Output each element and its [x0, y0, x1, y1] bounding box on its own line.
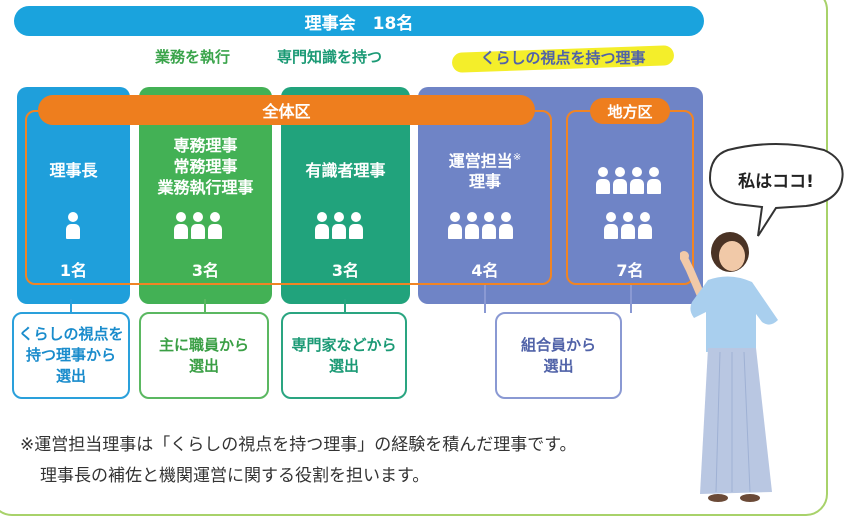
person-icon [174, 212, 188, 239]
label-expertise: 専門知識を持つ [277, 48, 383, 66]
person-icon [482, 212, 496, 239]
person-icon [448, 212, 462, 239]
board-banner: 理事会 18名 [14, 6, 704, 36]
count-executive: 3名 [191, 261, 220, 280]
people-icons-executive [174, 212, 222, 239]
people-icons-manager [448, 212, 513, 239]
label-perspective: くらしの視点を持つ理事 [451, 43, 675, 73]
title-chairman: 理事長 [49, 161, 98, 180]
person-icon [638, 212, 652, 239]
speech-bubble: 私はココ! [706, 140, 846, 250]
footnote-line2: 理事長の補佐と機関運営に関する役割を担います。 [40, 466, 430, 486]
source-expert: 専門家などから 選出 [281, 312, 407, 399]
title-manager-mark: ※ [512, 152, 522, 163]
title-expert: 有識者理事 [305, 161, 386, 180]
label-perspective-text: くらしの視点を持つ理事 [480, 49, 646, 67]
connector-executive [204, 299, 206, 313]
label-execute: 業務を執行 [155, 48, 231, 66]
source-executive: 主に職員から 選出 [139, 312, 269, 399]
count-manager: 4名 [471, 261, 499, 280]
person-icon [349, 212, 363, 239]
people-icons-regional-row2 [604, 212, 652, 239]
people-icons-chairman [66, 212, 80, 239]
person-icon [315, 212, 329, 239]
person-icon [465, 212, 479, 239]
connector-manager [484, 285, 486, 313]
person-icon [613, 167, 627, 194]
connector-chairman [70, 299, 72, 313]
count-expert: 3名 [331, 261, 360, 280]
person-icon [191, 212, 205, 239]
person-icon [499, 212, 513, 239]
speech-bubble-text: 私はココ! [738, 172, 814, 192]
person-icon [208, 212, 222, 239]
person-icon [630, 167, 644, 194]
footnote-line1: ※運営担当理事は「くらしの視点を持つ理事」の経験を積んだ理事です。 [20, 435, 577, 455]
count-chairman: 1名 [59, 261, 88, 280]
source-member: 組合員から 選出 [495, 312, 622, 399]
person-icon [621, 212, 635, 239]
connector-expert [344, 299, 346, 313]
person-icon [66, 212, 80, 239]
source-chairman: くらしの視点を 持つ理事から 選出 [12, 312, 130, 399]
count-regional: 7名 [616, 261, 644, 280]
chiho-label: 地方区 [590, 98, 670, 124]
person-icon [647, 167, 661, 194]
person-icon [332, 212, 346, 239]
person-icon [596, 167, 610, 194]
zentai-label: 全体区 [38, 95, 535, 125]
people-icons-regional-row1 [596, 167, 661, 194]
people-icons-expert [315, 212, 363, 239]
speech-bubble-shape [708, 143, 844, 237]
outer-frame [0, 0, 828, 516]
title-executive: 専務理事 常務理事 業務執行理事 [157, 136, 254, 197]
woman-photo [680, 232, 778, 502]
title-manager-line1: 運営担当 [448, 151, 513, 171]
title-manager-line2: 理事 [468, 172, 501, 192]
connector-regional [630, 285, 632, 313]
person-icon [604, 212, 618, 239]
title-manager: 運営担当※ 理事 [425, 147, 545, 192]
